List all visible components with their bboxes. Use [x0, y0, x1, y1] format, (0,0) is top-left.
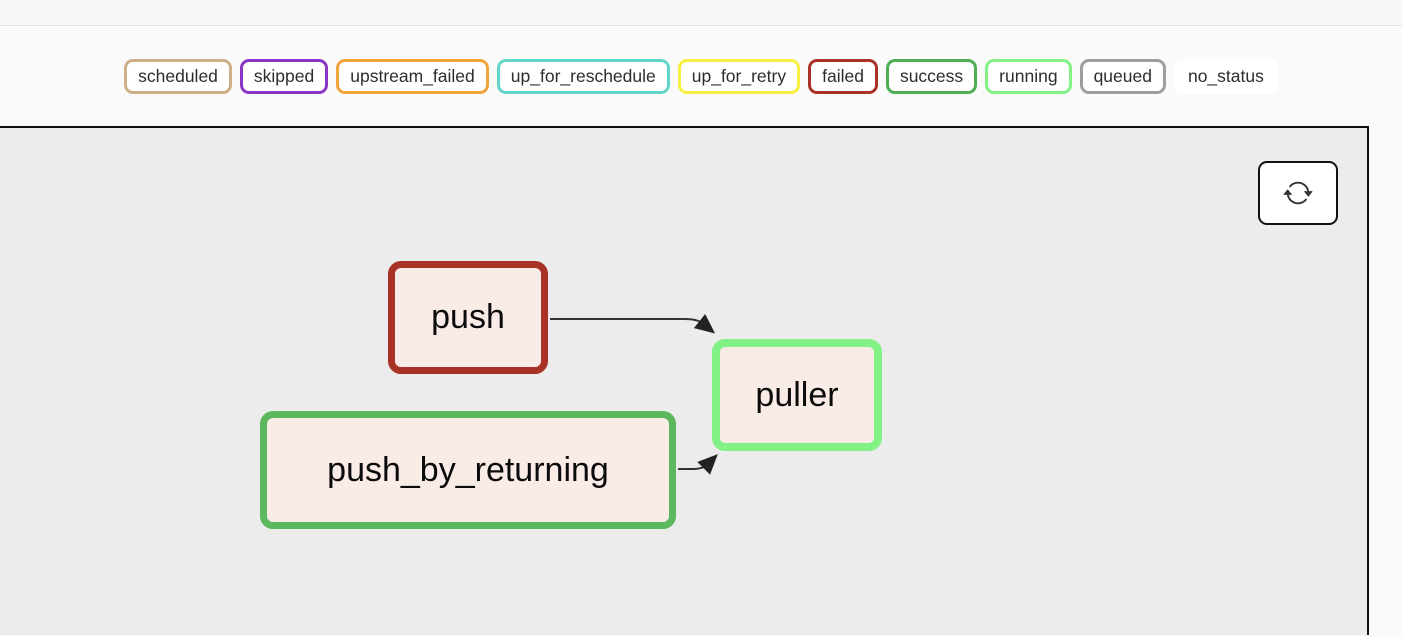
- task-node-label: push_by_returning: [327, 450, 609, 489]
- legend-badge-scheduled: scheduled: [124, 58, 232, 94]
- task-node-push-by-returning[interactable]: push_by_returning: [260, 411, 676, 529]
- legend-badge-running: running: [985, 58, 1072, 94]
- legend-badge-failed: failed: [808, 58, 878, 94]
- task-node-push[interactable]: push: [388, 261, 548, 374]
- edge-push-by-returning-to-puller: [678, 454, 718, 475]
- task-node-label: push: [431, 298, 505, 336]
- legend-badge-success: success: [885, 58, 978, 94]
- task-state-legend: scheduled skipped upstream_failed up_for…: [0, 26, 1402, 126]
- legend-badge-up-for-retry: up_for_retry: [677, 58, 801, 94]
- edge-push-to-puller: [550, 313, 716, 334]
- refresh-button[interactable]: [1258, 161, 1338, 225]
- dag-graph-panel: push push_by_returning puller: [0, 126, 1369, 635]
- legend-badge-no-status: no_status: [1173, 58, 1278, 94]
- task-node-label: puller: [755, 375, 839, 414]
- top-strip: [0, 0, 1402, 26]
- legend-badge-upstream-failed: upstream_failed: [336, 58, 489, 94]
- legend-badge-up-for-reschedule: up_for_reschedule: [496, 58, 670, 94]
- legend-badge-queued: queued: [1079, 58, 1166, 94]
- refresh-icon: [1283, 178, 1313, 208]
- dag-edges: [550, 313, 718, 475]
- legend-badge-skipped: skipped: [239, 58, 329, 94]
- task-node-puller[interactable]: puller: [712, 339, 882, 451]
